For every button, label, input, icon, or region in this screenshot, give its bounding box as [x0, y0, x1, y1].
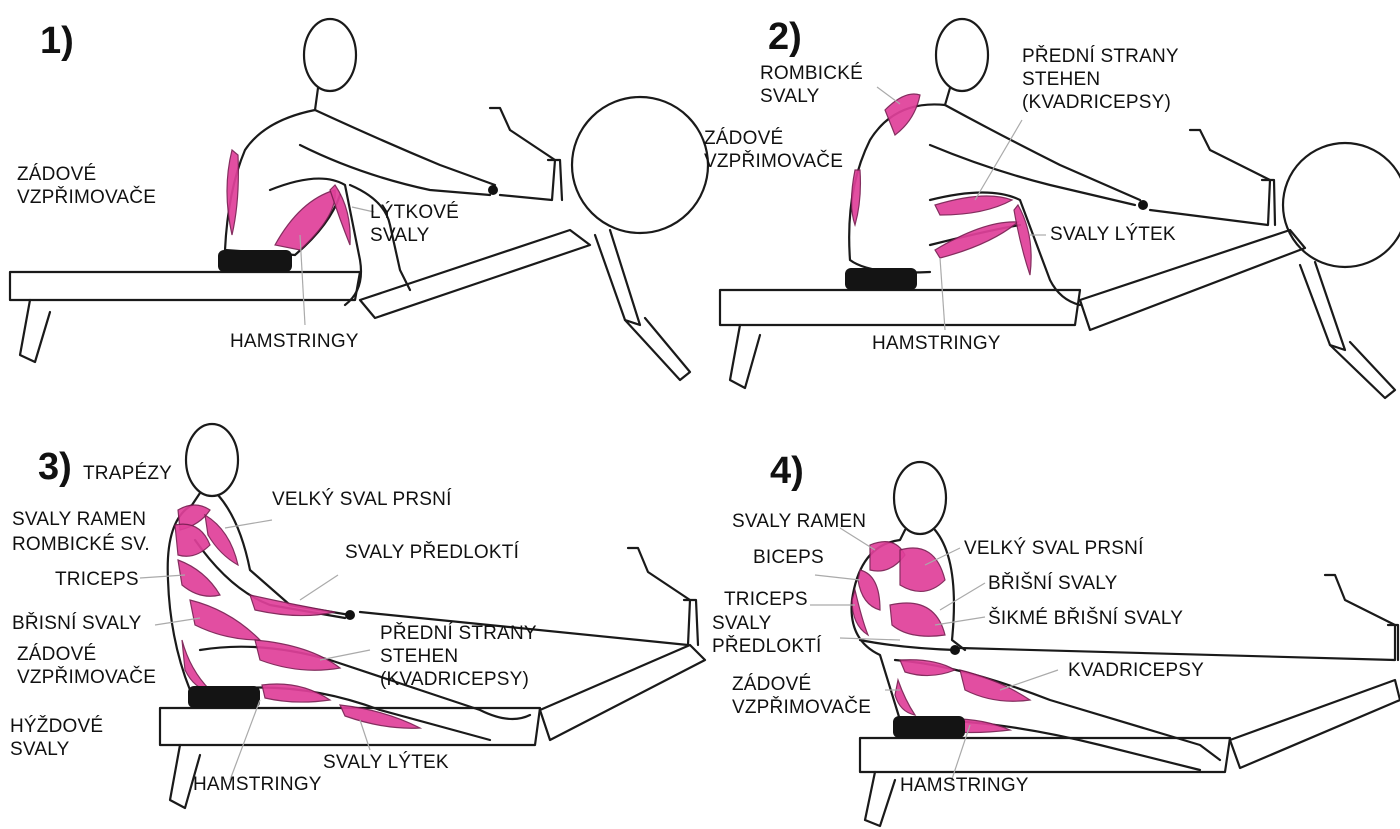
- panel-3-number: 3): [38, 448, 72, 486]
- panel-4-seat: [893, 716, 965, 738]
- panel-3-quads-line3: (KVADRICEPSY): [380, 668, 537, 691]
- panel-2-erectors-line1: ZÁDOVÉ: [704, 127, 843, 150]
- panel-2-rhomboids-line2: SVALY: [760, 85, 863, 108]
- panel-3-trapezius-label: TRAPÉZY: [83, 462, 172, 485]
- panel-1-calves-line1: LÝTKOVÉ: [370, 201, 459, 224]
- panel-3-triceps-label: TRICEPS: [55, 568, 139, 591]
- panel-4-erectors-label: ZÁDOVÉ VZPŘIMOVAČE: [732, 673, 871, 719]
- panel-3-erectors-line2: VZPŘIMOVAČE: [17, 666, 156, 689]
- panel-2-quad-muscle: [935, 196, 1012, 215]
- panel-1-calves-label: LÝTKOVÉ SVALY: [370, 201, 459, 247]
- panel-1-number: 1): [40, 22, 74, 60]
- panel-2-quads-line3: (KVADRICEPSY): [1022, 91, 1179, 114]
- panel-3-glutes-line2: SVALY: [10, 738, 103, 761]
- panel-2-calf-muscle: [1014, 205, 1031, 275]
- panel-2-quads-line2: STEHEN: [1022, 68, 1179, 91]
- panel-1-hamstring-muscle: [275, 190, 335, 250]
- panel-2-erectors-line2: VZPŘIMOVAČE: [704, 150, 843, 173]
- panel-4-erectors-line2: VZPŘIMOVAČE: [732, 696, 871, 719]
- panel-3-quads-line2: STEHEN: [380, 645, 537, 668]
- panel-3-pectoral-muscle: [205, 515, 238, 565]
- panel-4-illustration: [810, 462, 1400, 826]
- panel-3-forearms-label: SVALY PŘEDLOKTÍ: [345, 541, 519, 564]
- panel-1-rowing-machine: [10, 97, 708, 380]
- panel-2-rhomboids-label: ROMBICKÉ SVALY: [760, 62, 863, 108]
- panel-3-calves-label: SVALY LÝTEK: [323, 751, 449, 774]
- panel-2-hamstrings-label: HAMSTRINGY: [872, 332, 1001, 355]
- panel-3-pectoral-label: VELKÝ SVAL PRSNÍ: [272, 488, 452, 511]
- panel-3-rhomboids-label: ROMBICKÉ SV.: [12, 533, 150, 556]
- panel-4-pectoral-muscle: [900, 548, 945, 591]
- panel-1-seat: [218, 250, 292, 272]
- panel-3-erectors-line1: ZÁDOVÉ: [17, 643, 156, 666]
- panel-4-forearm-muscle: [900, 660, 955, 676]
- panel-1-calves-line2: SVALY: [370, 224, 459, 247]
- panel-2-calves-label: SVALY LÝTEK: [1050, 223, 1176, 246]
- panel-2-seat: [845, 268, 917, 290]
- panel-1-rower-body: [218, 19, 498, 305]
- panel-3-leaders: [140, 520, 370, 780]
- panel-3-hamstrings-label: HAMSTRINGY: [193, 773, 322, 796]
- panel-2-quads-line1: PŘEDNÍ STRANY: [1022, 45, 1179, 68]
- panel-3-quads-label: PŘEDNÍ STRANY STEHEN (KVADRICEPSY): [380, 622, 537, 691]
- panel-1-erectors-line1: ZÁDOVÉ: [17, 163, 156, 186]
- panel-4-biceps-label: BICEPS: [753, 546, 824, 569]
- panel-3-abdominal-muscle: [190, 600, 260, 640]
- panel-3-erectors-label: ZÁDOVÉ VZPŘIMOVAČE: [17, 643, 156, 689]
- panel-3-abs-label: BŘISNÍ SVALY: [12, 612, 141, 635]
- panel-4-hamstrings-label: HAMSTRINGY: [900, 774, 1029, 797]
- panel-4-shoulders-label: SVALY RAMEN: [732, 510, 866, 533]
- panel-3-glutes-line1: HÝŽDOVÉ: [10, 715, 103, 738]
- panel-1-erector-muscle: [227, 150, 238, 235]
- panel-1-erectors-label: ZÁDOVÉ VZPŘIMOVAČE: [17, 163, 156, 209]
- panel-4-quad-muscle: [960, 670, 1030, 701]
- panel-2-rhomboids-line1: ROMBICKÉ: [760, 62, 863, 85]
- panel-2-rhomboid-muscle: [885, 94, 920, 135]
- panel-3-glutes-label: HÝŽDOVÉ SVALY: [10, 715, 103, 761]
- panel-4-triceps-label: TRICEPS: [724, 588, 808, 611]
- panel-4-pectoral-label: VELKÝ SVAL PRSNÍ: [964, 537, 1144, 560]
- panel-3-seat: [188, 686, 260, 708]
- panel-1-erectors-line2: VZPŘIMOVAČE: [17, 186, 156, 209]
- panel-3-shoulders-label: SVALY RAMEN: [12, 508, 146, 531]
- panel-3-quads-line1: PŘEDNÍ STRANY: [380, 622, 537, 645]
- panel-3-forearm-muscle: [250, 595, 335, 616]
- panel-4-oblique-muscle: [890, 603, 945, 636]
- panel-4-biceps-muscle: [858, 570, 880, 610]
- panel-2-erectors-label: ZÁDOVÉ VZPŘIMOVAČE: [704, 127, 843, 173]
- panel-4-forearms-label: SVALY PŘEDLOKTÍ: [712, 612, 822, 658]
- panel-4-abs-label: BŘIŠNÍ SVALY: [988, 572, 1117, 595]
- panel-1-hamstrings-label: HAMSTRINGY: [230, 330, 359, 353]
- panel-2-number: 2): [768, 18, 802, 56]
- panel-2-quads-label: PŘEDNÍ STRANY STEHEN (KVADRICEPSY): [1022, 45, 1179, 114]
- panel-3-quad-muscle: [255, 640, 340, 670]
- panel-4-forearms-line2: PŘEDLOKTÍ: [712, 635, 822, 658]
- panel-4-quads-label: KVADRICEPSY: [1068, 659, 1204, 682]
- panel-4-number: 4): [770, 452, 804, 490]
- panel-4-obliques-label: ŠIKMÉ BŘIŠNÍ SVALY: [988, 607, 1183, 630]
- panel-3-rower-body: [168, 424, 530, 740]
- panel-4-erectors-line1: ZÁDOVÉ: [732, 673, 871, 696]
- panel-4-erector-muscle: [895, 680, 915, 715]
- panel-4-forearms-line1: SVALY: [712, 612, 822, 635]
- panel-2-erector-muscle: [852, 170, 861, 225]
